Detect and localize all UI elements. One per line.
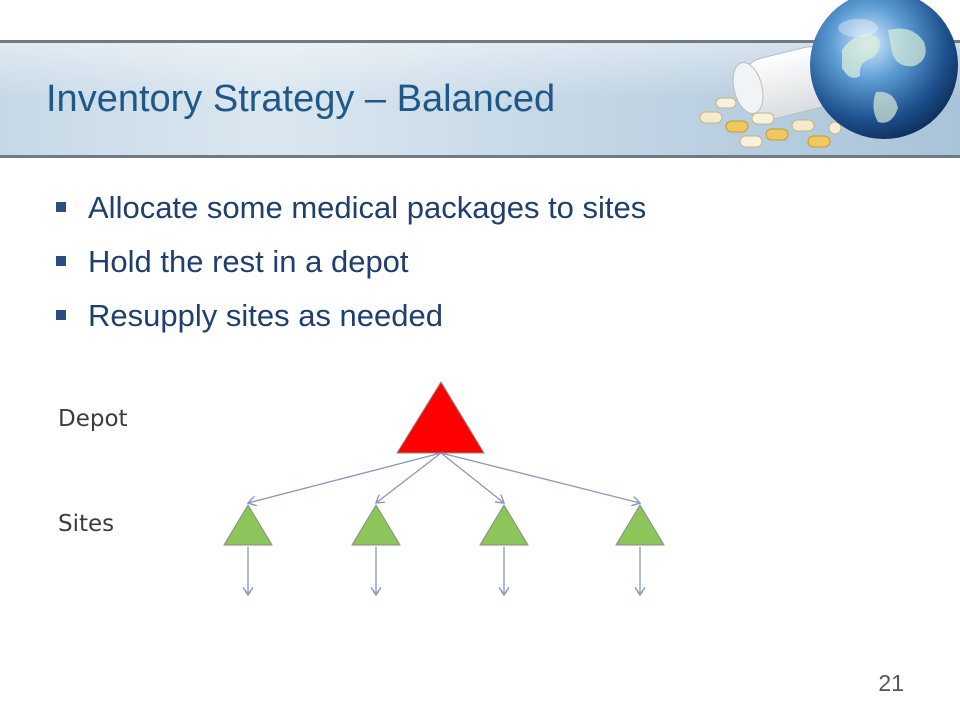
bullet-list: Allocate some medical packages to sites … [56,186,646,348]
resupply-arrow [440,452,504,503]
capsules-icon [699,97,842,148]
square-bullet-icon [56,256,66,266]
square-bullet-icon [56,202,66,212]
depot-label: Depot [58,406,128,432]
globe-icon [810,0,958,139]
slide-number: 21 [878,670,904,696]
bullet-text: Hold the rest in a depot [88,244,409,279]
resupply-arrow [248,452,442,503]
site-triangle [351,504,401,546]
resupply-arrow [376,452,442,503]
bullet-item: Allocate some medical packages to sites [56,186,646,240]
sites-label: Sites [58,511,115,537]
bullet-item: Hold the rest in a depot [56,240,646,294]
bullet-text: Resupply sites as needed [88,298,444,333]
resupply-arrow [440,452,640,503]
bullet-text: Allocate some medical packages to sites [88,190,647,225]
depot-triangle [396,381,485,454]
site-triangle [479,504,529,546]
diagram-layer [223,381,665,595]
site-triangle [615,504,665,546]
slide-title: Inventory Strategy – Balanced [46,78,556,120]
site-triangle [223,504,273,546]
bullet-item: Resupply sites as needed [56,294,646,348]
square-bullet-icon [56,310,66,320]
header-decoration [699,0,958,148]
